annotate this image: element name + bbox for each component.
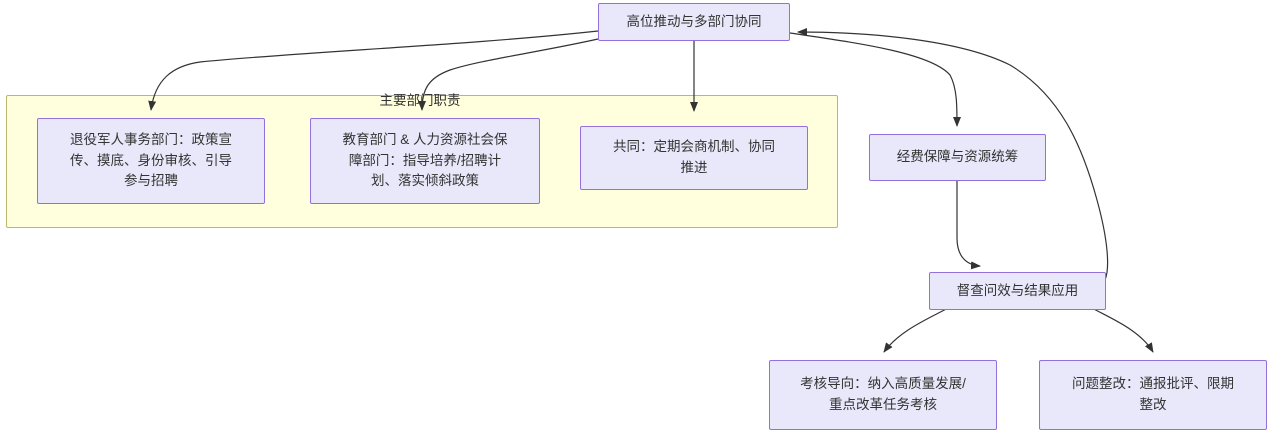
node-supervision-results[interactable]: 督查问效与结果应用 (929, 272, 1106, 310)
node-funding-resources[interactable]: 经费保障与资源统筹 (869, 134, 1046, 181)
node-education-hr-label: 教育部门 & 人力资源社会保 障部门：指导培养/招聘计 划、落实倾斜政策 (342, 131, 508, 189)
node-problem-rectification-label: 问题整改：通报批评、限期 整改 (1072, 376, 1234, 412)
edge-supervision-to-rectification (1091, 307, 1154, 353)
node-joint-mechanism[interactable]: 共同：定期会商机制、协同 推进 (580, 126, 808, 190)
cluster-main-duties-label: 主要部门职责 (379, 93, 461, 108)
node-top-coordination-label: 高位推动与多部门协同 (626, 13, 762, 29)
node-veterans-affairs[interactable]: 退役军人事务部门：政策宣 传、摸底、身份审核、引导 参与招聘 (37, 118, 265, 204)
node-veterans-affairs-label: 退役军人事务部门：政策宣 传、摸底、身份审核、引导 参与招聘 (70, 131, 232, 189)
node-assessment-orientation[interactable]: 考核导向：纳入高质量发展/ 重点改革任务考核 (769, 360, 997, 430)
node-supervision-results-label: 督查问效与结果应用 (956, 282, 1079, 298)
node-top-coordination[interactable]: 高位推动与多部门协同 (598, 3, 790, 41)
node-problem-rectification[interactable]: 问题整改：通报批评、限期 整改 (1039, 360, 1267, 430)
node-education-hr[interactable]: 教育部门 & 人力资源社会保 障部门：指导培养/招聘计 划、落实倾斜政策 (310, 118, 540, 204)
edge-supervision-to-assessment (883, 307, 949, 353)
node-joint-mechanism-label: 共同：定期会商机制、协同 推进 (613, 139, 775, 175)
node-assessment-orientation-label: 考核导向：纳入高质量发展/ 重点改革任务考核 (800, 376, 966, 412)
edge-funding-to-supervision (956, 181, 981, 270)
node-funding-resources-label: 经费保障与资源统筹 (896, 149, 1019, 165)
